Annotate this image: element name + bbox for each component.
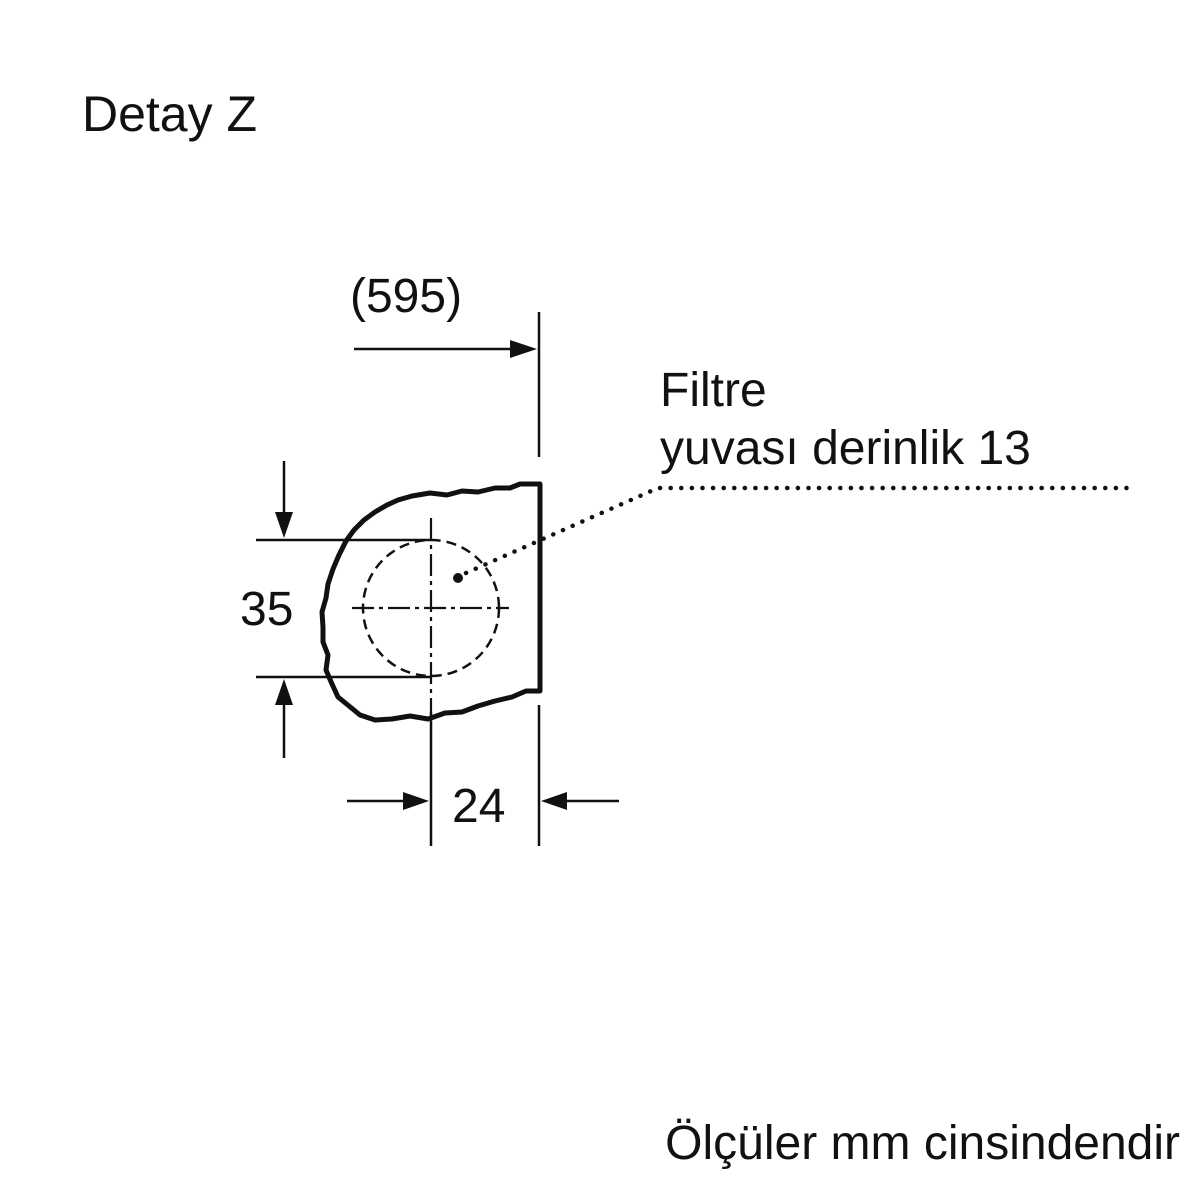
detail-title: Detay Z [82,86,257,142]
callout-leader-line [463,485,1131,576]
dimension-arrow-35-top [275,512,293,538]
callout-label-line1: Filtre [660,364,767,417]
dimension-arrow-35-bottom [275,679,293,705]
dimension-arrow-595 [510,340,537,358]
dimension-label-595: (595) [350,270,462,323]
dimension-label-35: 35 [240,583,293,636]
dimension-label-24: 24 [452,780,505,833]
dimension-arrow-24-right [541,792,567,810]
callout-label-line2: yuvası derinlik 13 [660,422,1031,475]
units-note: Ölçüler mm cinsindendir [665,1117,1180,1170]
callout-leader-dot [453,573,463,583]
dimension-arrow-24-left [403,792,429,810]
panel-outline [319,481,543,723]
